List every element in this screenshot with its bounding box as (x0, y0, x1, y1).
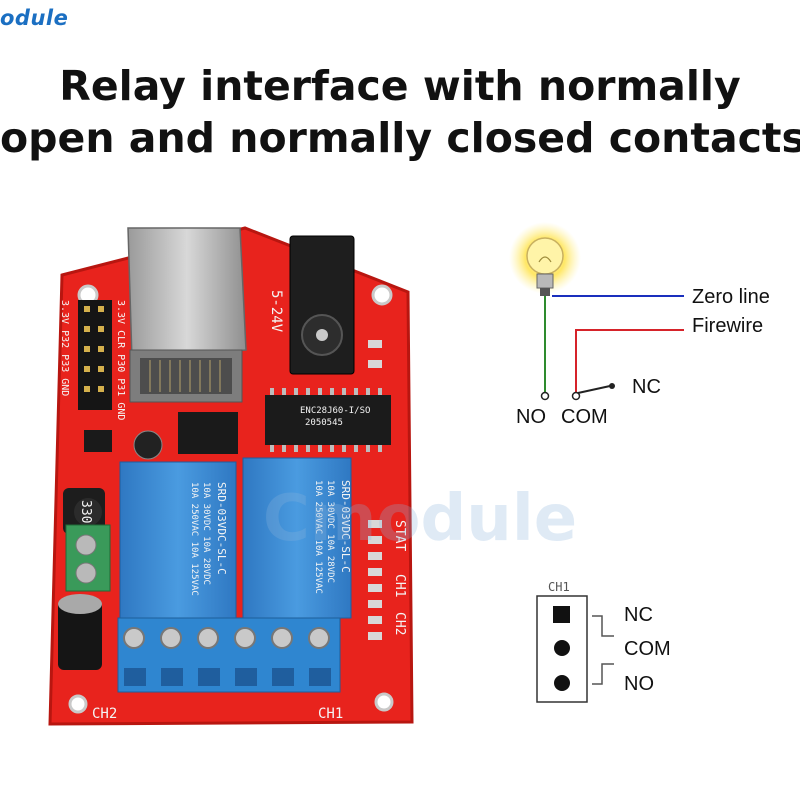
relay-ch2-rating-1: 10A 250VAC 10A 125VAC (189, 482, 199, 596)
screw-terminal-block (117, 617, 341, 693)
inductor-label: 330 (78, 500, 93, 523)
electrolytic-capacitor (58, 594, 102, 670)
no-label: NO (516, 406, 546, 428)
small-ic (84, 430, 112, 452)
jumper-pin-nc-label: NC (624, 604, 653, 626)
relay-ch2 (119, 461, 237, 619)
stat-label: STAT (392, 520, 407, 551)
left-pin-header (78, 300, 112, 410)
capacitor (133, 430, 163, 460)
enc28j60-chip (265, 388, 391, 452)
jumper-pin-com-label: COM (624, 638, 671, 660)
nc-contact (609, 383, 615, 389)
zero-line-label: Zero line (692, 286, 770, 308)
power-label: 5-24V (268, 290, 284, 333)
jumper-pin-no-label: NO (624, 673, 654, 695)
ch1-side-label: CH1 (392, 574, 407, 597)
com-label: COM (561, 406, 608, 428)
page-title: Relay interface with normally open and n… (0, 60, 800, 164)
firewire-wire (575, 329, 684, 393)
ch2-bottom-label: CH2 (92, 706, 117, 722)
com-contact (571, 391, 581, 401)
left-header-label-2: 3.3V CLR P30 P31 GND (115, 300, 126, 420)
title-line-2: open and normally closed contacts (0, 114, 800, 162)
jumper-header-diagram (536, 595, 614, 703)
switch-arm (577, 385, 611, 394)
mounting-holes (68, 284, 394, 714)
chip-code: 2050545 (305, 418, 343, 428)
no-contact (540, 391, 550, 401)
relay-ch1-model: SRD-03VDC-SL-C (339, 480, 352, 573)
mcu-chip (178, 412, 238, 454)
relay-ch1-rating-1: 10A 250VAC 10A 125VAC (313, 480, 323, 594)
title-line-1: Relay interface with normally (59, 62, 741, 110)
chip-label: ENC28J60-I/SO (300, 406, 370, 416)
relay-ch1-rating-2: 10A 30VDC 10A 28VDC (325, 480, 335, 583)
brand-logo: odule (0, 6, 69, 30)
relay-ch1 (242, 457, 352, 619)
ethernet-jack (127, 227, 247, 403)
light-bulb-icon (509, 222, 581, 296)
left-header-label: 3.3V P32 P33 GND (59, 300, 70, 396)
jumper-header-label: CH1 (548, 580, 570, 594)
smd-components (368, 340, 382, 640)
relay-ch2-model: SRD-03VDC-SL-C (215, 482, 228, 575)
relay-ch2-rating-2: 10A 30VDC 10A 28VDC (201, 482, 211, 585)
nc-label: NC (632, 376, 661, 398)
green-terminal-block (65, 524, 111, 592)
inductor (63, 488, 105, 534)
ch2-side-label: CH2 (392, 612, 407, 635)
ch1-bottom-label: CH1 (318, 706, 343, 722)
firewire-label: Firewire (692, 315, 764, 337)
dc-power-jack (289, 235, 355, 375)
